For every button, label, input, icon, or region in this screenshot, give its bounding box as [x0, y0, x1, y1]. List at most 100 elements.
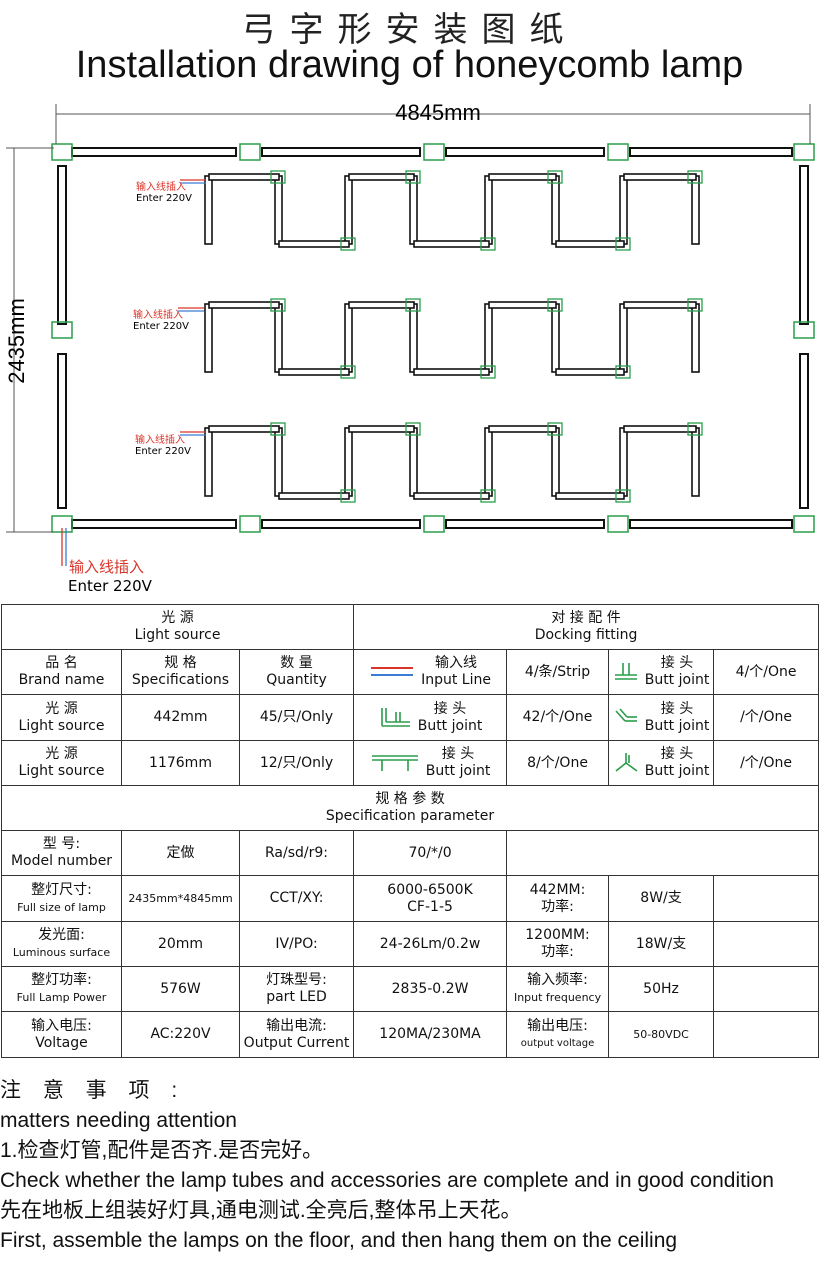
lamp-tube-vertical — [409, 175, 418, 245]
butt-joint — [615, 237, 631, 251]
note-1-cn: 1.检查灯管,配件是否齐.是否完好。 — [0, 1139, 324, 1162]
butt-joint — [270, 422, 286, 436]
voltage-label: 输入电压:Voltage — [1, 1011, 122, 1058]
butt-joint — [793, 321, 815, 339]
lamp-tube-vertical — [274, 427, 283, 497]
empty-cell — [713, 966, 819, 1012]
out-voltage-value: 50-80VDC — [608, 1011, 715, 1058]
lamp-tube-horizontal — [208, 173, 280, 181]
lamp-tube-vertical — [691, 175, 700, 245]
butt-joint — [423, 515, 445, 533]
lamp-tube-vertical — [691, 427, 700, 497]
butt-joint — [405, 422, 421, 436]
butt-joint — [547, 422, 563, 436]
current-label: 输出电流:Output Current — [238, 1011, 355, 1058]
main-input-label-en: Enter 220V — [68, 577, 153, 595]
empty-cell — [713, 921, 819, 967]
lamp-tube-horizontal — [208, 425, 280, 433]
lamp-tube-vertical — [619, 427, 628, 497]
note-2-cn: 先在地板上组装好灯具,通电测试.全亮后,整体吊上天花。 — [0, 1199, 522, 1222]
frame-tube — [71, 519, 237, 529]
led-label: 灯珠型号:part LED — [238, 966, 355, 1012]
butt-joint — [615, 365, 631, 379]
butt-joint — [423, 143, 445, 161]
frame-tube — [799, 165, 809, 325]
p1200-label: 1200MM:功率: — [506, 921, 610, 967]
frame-tube — [261, 519, 421, 529]
lamp-tube-vertical — [619, 303, 628, 373]
notes-heading-cn: 注 意 事 项 : — [0, 1079, 186, 1102]
butt-joint — [340, 237, 356, 251]
frame-tube — [71, 147, 237, 157]
butt-joint — [480, 237, 496, 251]
lamp-tube-vertical — [551, 175, 560, 245]
main-input-label-cn: 输入线插入 — [69, 558, 144, 576]
row1-fit2-qty: /个/One — [713, 694, 819, 741]
butt-joint — [340, 365, 356, 379]
butt-joint — [340, 489, 356, 503]
luminous-value: 20mm — [121, 921, 240, 967]
lamp-tube-vertical — [204, 427, 213, 497]
lamp-tube-horizontal — [555, 368, 625, 376]
model-label: 型 号:Model number — [1, 830, 122, 876]
butt-joint — [405, 298, 421, 312]
lamp-tube-horizontal — [555, 492, 625, 500]
butt-joint — [687, 170, 703, 184]
lamp-tube-horizontal — [623, 173, 697, 181]
butt-joint — [480, 489, 496, 503]
lamp-tube-horizontal — [623, 301, 697, 309]
p442-value: 8W/支 — [608, 875, 715, 922]
frame-tube — [629, 519, 793, 529]
row2-fit2-qty: /个/One — [713, 740, 819, 786]
note-1-en: Check whether the lamp tubes and accesso… — [0, 1169, 774, 1192]
row1-qty: 45/只/Only — [238, 694, 355, 741]
frame-tube — [799, 353, 809, 509]
row3-input-label-cn: 输入线插入 — [135, 433, 185, 446]
lamp-tube-vertical — [409, 303, 418, 373]
butt-joint — [239, 143, 261, 161]
butt-joint — [547, 170, 563, 184]
y-joint-icon — [615, 753, 638, 772]
angle-joint-icon — [615, 707, 637, 722]
lamp-tube-horizontal — [623, 425, 697, 433]
lamp-tube-vertical — [204, 175, 213, 245]
empty-cell — [713, 1011, 819, 1058]
page-title-en: Installation drawing of honeycomb lamp — [75, 44, 744, 86]
lamp-tube-horizontal — [413, 368, 490, 376]
empty-cell — [506, 830, 819, 876]
current-value: 120MA/230MA — [353, 1011, 508, 1058]
lamp-tube-horizontal — [278, 240, 350, 248]
frame-tube — [445, 519, 605, 529]
lamp-tube-vertical — [409, 427, 418, 497]
model-value: 定做 — [121, 830, 240, 876]
size-label: 整灯尺寸:Full size of lamp — [1, 875, 122, 922]
input-line-icon — [371, 667, 414, 676]
row1-spec: 442mm — [121, 694, 240, 741]
row1-fit-qty: 42/个/One — [506, 694, 610, 741]
butt-joint — [51, 321, 73, 339]
cct-label: CCT/XY: — [238, 875, 355, 922]
lamp-tube-vertical — [619, 175, 628, 245]
row1-input-label-cn: 输入线插入 — [136, 180, 186, 193]
butt-joint — [687, 298, 703, 312]
butt-joint — [687, 422, 703, 436]
lamp-tube-vertical — [484, 303, 493, 373]
t-joint-icon — [614, 663, 637, 680]
lamp-tube-horizontal — [278, 368, 350, 376]
butt-joint — [270, 170, 286, 184]
page-title-cn: 弓字形安装图纸 — [241, 10, 578, 50]
note-2-en: First, assemble the lamps on the floor, … — [0, 1229, 678, 1252]
row2-input-label-en: Enter 220V — [133, 321, 189, 332]
lamp-tube-vertical — [344, 175, 353, 245]
input-wires — [61, 179, 206, 566]
butt-joint — [615, 489, 631, 503]
empty-cell — [713, 875, 819, 922]
lamp-tube-vertical — [274, 175, 283, 245]
frame-tube — [57, 353, 67, 509]
lamp-tube-horizontal — [413, 240, 490, 248]
